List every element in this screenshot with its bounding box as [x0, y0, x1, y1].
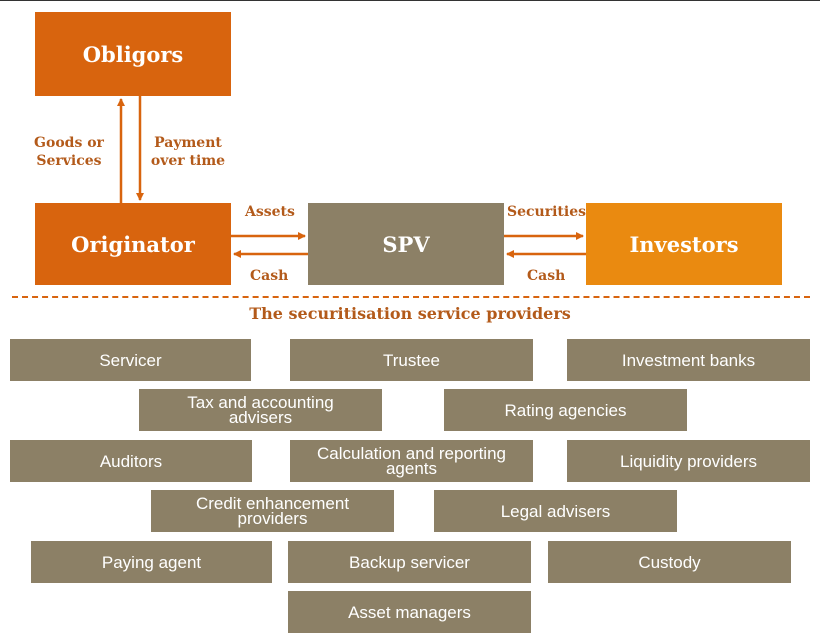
provider-rating-agencies: Rating agencies: [444, 389, 687, 431]
top-border-line: [0, 0, 820, 1]
provider-custody: Custody: [548, 541, 791, 583]
payment-over-time-label: Payment over time: [150, 135, 226, 169]
provider-asset-managers: Asset managers: [288, 591, 531, 633]
securities-label: Securities: [507, 204, 586, 220]
obligors-box: Obligors: [35, 12, 231, 96]
spv-label: SPV: [382, 231, 430, 257]
assets-label: Assets: [245, 204, 295, 220]
goods-or-services-label: Goods or Services: [34, 135, 104, 169]
investors-label: Investors: [629, 231, 739, 257]
originator-label: Originator: [71, 231, 195, 257]
section-divider: [12, 296, 810, 298]
provider-trustee: Trustee: [290, 339, 533, 381]
spv-box: SPV: [308, 203, 504, 285]
provider-calculation-reporting-agents: Calculation and reporting agents: [290, 440, 533, 482]
provider-liquidity-providers: Liquidity providers: [567, 440, 810, 482]
investors-box: Investors: [586, 203, 782, 285]
provider-credit-enhancement: Credit enhancement providers: [151, 490, 394, 532]
cash-left-label: Cash: [250, 268, 289, 284]
section-title: The securitisation service providers: [249, 304, 571, 323]
cash-right-label: Cash: [527, 268, 566, 284]
provider-paying-agent: Paying agent: [31, 541, 272, 583]
flow-arrows: [117, 96, 586, 258]
provider-backup-servicer: Backup servicer: [288, 541, 531, 583]
obligors-label: Obligors: [82, 41, 184, 67]
provider-servicer: Servicer: [10, 339, 251, 381]
provider-legal-advisers: Legal advisers: [434, 490, 677, 532]
provider-tax-accounting-advisers: Tax and accounting advisers: [139, 389, 382, 431]
originator-box: Originator: [35, 203, 231, 285]
provider-auditors: Auditors: [10, 440, 252, 482]
provider-investment-banks: Investment banks: [567, 339, 810, 381]
